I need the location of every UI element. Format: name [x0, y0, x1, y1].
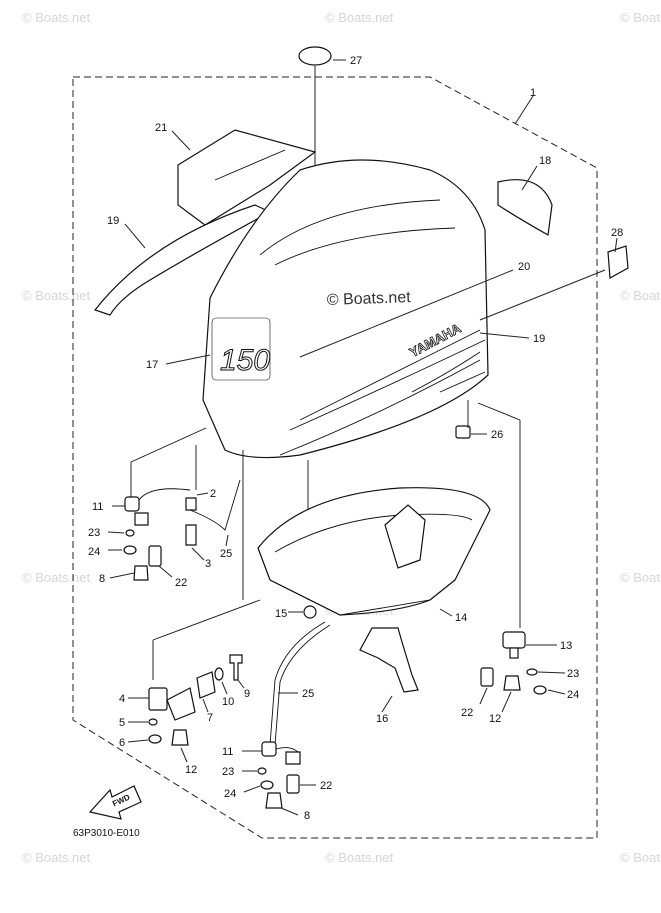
watermark: © Boats.net [22, 850, 91, 865]
decal-19-left-part[interactable] [94, 204, 272, 316]
callout-5[interactable]: 5 [119, 717, 125, 729]
callout-13[interactable]: 13 [560, 640, 572, 652]
callout-25[interactable]: 25 [220, 548, 232, 560]
callout-21[interactable]: 21 [155, 122, 167, 134]
callout-labels: 1 2 3 4 5 6 7 8 8 9 10 11 11 12 12 13 14… [88, 55, 623, 822]
watermark: © Boats.net [620, 10, 661, 25]
callout-19[interactable]: 19 [107, 215, 119, 227]
callout-4[interactable]: 4 [119, 693, 125, 705]
nut-24-part[interactable] [260, 780, 274, 790]
collar-22-part[interactable] [286, 774, 300, 794]
callout-1[interactable]: 1 [530, 87, 536, 99]
bracket-16-part[interactable] [359, 627, 419, 693]
callout-19[interactable]: 19 [533, 333, 545, 345]
watermark: © Boats.net [620, 850, 661, 865]
grommet-12-part[interactable] [171, 729, 189, 746]
callout-8[interactable]: 8 [304, 810, 310, 822]
hose-25-lower-part[interactable] [269, 621, 326, 746]
callout-23[interactable]: 23 [567, 668, 579, 680]
callout-23[interactable]: 23 [88, 527, 100, 539]
top-cowling-part[interactable]: YAMAHA 150 [202, 159, 489, 459]
grommet-15-part[interactable] [303, 605, 317, 619]
washer-10-part[interactable] [214, 667, 224, 681]
callout-6[interactable]: 6 [119, 737, 125, 749]
clip-7-part[interactable] [196, 671, 216, 699]
watermark: © Boats.net [620, 288, 661, 303]
grommet-8-part[interactable] [133, 565, 149, 581]
watermark: © Boats.net [22, 10, 91, 25]
callout-9[interactable]: 9 [244, 688, 250, 700]
callout-24[interactable]: 24 [224, 788, 236, 800]
fwd-arrow-icon: FWD [88, 785, 142, 820]
callout-8[interactable]: 8 [99, 573, 105, 585]
callout-11[interactable]: 11 [92, 501, 103, 513]
collar-22-part[interactable] [480, 667, 494, 687]
clip-28-part[interactable] [607, 245, 629, 279]
watermark: © Boats.net [620, 570, 661, 585]
grommet-12-part[interactable] [503, 675, 521, 691]
callout-26[interactable]: 26 [491, 429, 503, 441]
callout-16[interactable]: 16 [376, 713, 388, 725]
callout-7[interactable]: 7 [207, 712, 213, 724]
callout-24[interactable]: 24 [88, 546, 100, 558]
bracket-4-part[interactable] [148, 687, 196, 721]
clamp-2-part[interactable] [185, 497, 197, 511]
callout-27[interactable]: 27 [350, 55, 362, 67]
callout-3[interactable]: 3 [205, 558, 211, 570]
fitting-13-part[interactable] [502, 631, 526, 659]
collar-22-part[interactable] [148, 545, 162, 567]
callout-14[interactable]: 14 [455, 612, 467, 624]
assembly-outline [72, 76, 598, 839]
watermark-center: © Boats.net [327, 289, 412, 309]
callout-12[interactable]: 12 [489, 713, 501, 725]
nut-24-part[interactable] [533, 685, 547, 695]
grommet-8-part[interactable] [265, 792, 283, 809]
callout-10[interactable]: 10 [222, 696, 234, 708]
callout-22[interactable]: 22 [461, 707, 473, 719]
callout-22[interactable]: 22 [175, 577, 187, 589]
nut-24-part[interactable] [123, 545, 137, 555]
fitting-11-lower-part[interactable] [261, 741, 301, 765]
bolt-3-part[interactable] [185, 524, 197, 546]
bolt-9-part[interactable] [229, 654, 243, 681]
nut-6-part[interactable] [148, 734, 162, 744]
washer-23-part[interactable] [125, 529, 135, 537]
callout-11[interactable]: 11 [222, 746, 233, 758]
callout-23[interactable]: 23 [222, 766, 234, 778]
decal-18-part[interactable] [497, 179, 553, 236]
watermark: © Boats.net [325, 10, 394, 25]
seal-ring-part[interactable] [298, 46, 332, 66]
washer-23-part[interactable] [526, 668, 538, 676]
cowling-model-text: 150 [220, 344, 270, 377]
hose-25-upper-part[interactable] [189, 479, 241, 531]
washer-5-part[interactable] [148, 718, 158, 726]
decal-21-part[interactable] [177, 129, 317, 226]
callout-25[interactable]: 25 [302, 688, 314, 700]
callout-18[interactable]: 18 [539, 155, 551, 167]
callout-2[interactable]: 2 [210, 488, 216, 500]
callout-15[interactable]: 15 [275, 608, 287, 620]
bottom-seal-part[interactable] [257, 487, 491, 616]
watermark: © Boats.net [22, 288, 91, 303]
watermark: © Boats.net [325, 850, 394, 865]
washer-23-part[interactable] [257, 767, 267, 775]
callout-20[interactable]: 20 [518, 261, 530, 273]
callout-28[interactable]: 28 [611, 227, 623, 239]
callout-24[interactable]: 24 [567, 689, 579, 701]
diagram-code: 63P3010-E010 [73, 828, 140, 839]
fitting-11-upper-part[interactable] [124, 488, 191, 526]
callout-17[interactable]: 17 [146, 359, 158, 371]
callout-12[interactable]: 12 [185, 764, 197, 776]
watermark: © Boats.net [22, 570, 91, 585]
callout-22[interactable]: 22 [320, 780, 332, 792]
clip-26-part[interactable] [455, 425, 471, 439]
